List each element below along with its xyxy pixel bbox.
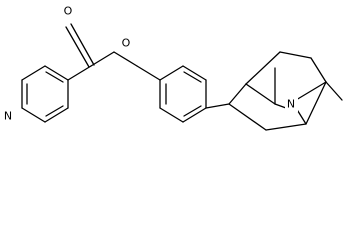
bond — [67, 65, 92, 81]
bond — [44, 107, 69, 123]
pyridine-nitrogen-atom: N — [2, 108, 15, 124]
bond — [44, 65, 69, 81]
methyl-bond — [325, 81, 343, 101]
atom-labels: O O N N — [2, 3, 298, 124]
bond — [113, 51, 138, 67]
bond — [70, 23, 95, 66]
bond — [21, 65, 46, 81]
ester-oxygen-atom: O — [120, 35, 132, 51]
bond — [182, 107, 207, 123]
pyridine-nitrogen-label: N — [4, 110, 12, 123]
ester-oxygen-label: O — [122, 37, 131, 50]
bond — [159, 107, 184, 123]
bond — [183, 105, 202, 117]
bond — [21, 107, 46, 123]
bond — [159, 65, 184, 81]
bond — [310, 57, 327, 83]
bond — [136, 65, 161, 81]
bond — [274, 103, 287, 109]
bond — [228, 103, 267, 131]
bond — [245, 51, 281, 85]
bond — [265, 123, 307, 131]
bond — [305, 81, 327, 125]
bond — [279, 51, 312, 59]
bond — [65, 26, 90, 68]
bond — [295, 81, 327, 101]
bond — [183, 71, 202, 83]
bond — [182, 65, 207, 81]
bridge-nitrogen-label: N — [287, 98, 295, 111]
bond — [205, 103, 230, 109]
bicyclic-system — [205, 51, 343, 131]
bond — [245, 83, 276, 105]
pyridine-ring — [21, 65, 69, 123]
chemical-structure-diagram: O O N N — [2, 3, 343, 131]
bond — [228, 83, 247, 105]
ester-group — [65, 23, 138, 81]
bond — [45, 105, 64, 117]
bond — [45, 71, 64, 83]
bond — [90, 51, 115, 67]
benzene-ring — [136, 65, 207, 123]
carbonyl-oxygen-atom: O — [62, 3, 74, 19]
carbonyl-oxygen-label: O — [64, 5, 73, 18]
bridge-nitrogen-atom: N — [285, 96, 298, 112]
